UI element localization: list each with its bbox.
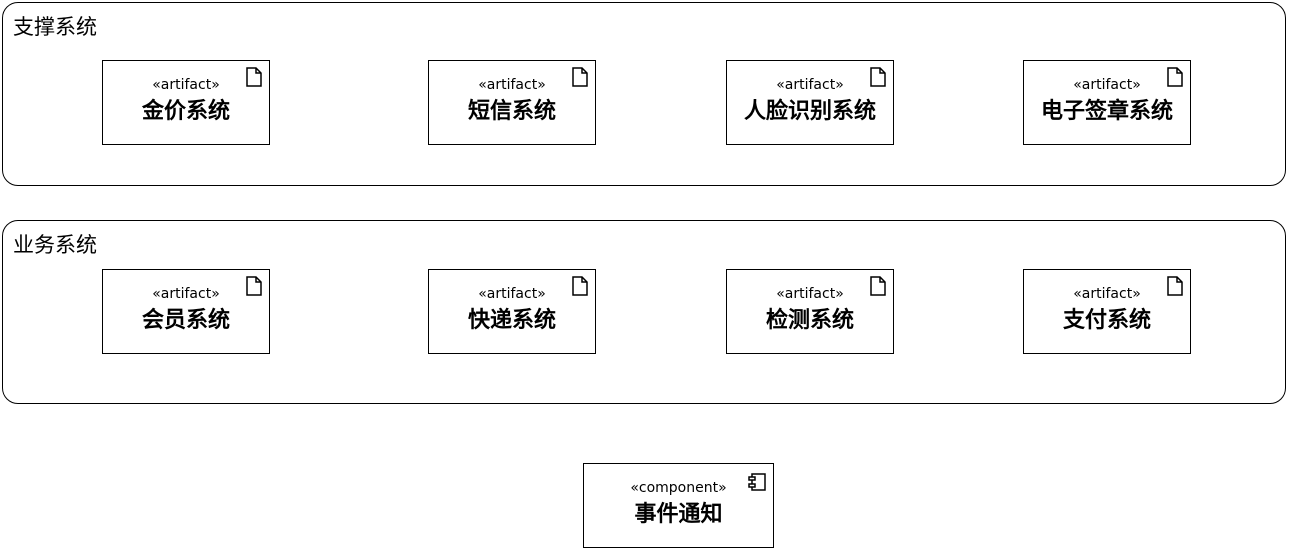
component-event-notification[interactable]: «component» 事件通知 <box>583 463 774 548</box>
group-title: 支撑系统 <box>13 15 97 39</box>
stereotype-label: «artifact» <box>152 286 220 302</box>
document-icon <box>572 67 588 87</box>
artifact-label: 人脸识别系统 <box>743 99 876 124</box>
artifact-e-signature-system[interactable]: «artifact» 电子签章系统 <box>1023 60 1191 145</box>
document-icon <box>246 276 262 296</box>
artifact-member-system[interactable]: «artifact» 会员系统 <box>102 269 270 354</box>
artifact-face-recognition-system[interactable]: «artifact» 人脸识别系统 <box>726 60 894 145</box>
component-label: 事件通知 <box>634 502 723 527</box>
document-icon <box>870 276 886 296</box>
artifact-label: 金价系统 <box>141 99 230 124</box>
group-title: 业务系统 <box>13 233 97 257</box>
artifact-payment-system[interactable]: «artifact» 支付系统 <box>1023 269 1191 354</box>
document-icon <box>572 276 588 296</box>
artifact-inspection-system[interactable]: «artifact» 检测系统 <box>726 269 894 354</box>
stereotype-label: «artifact» <box>1073 77 1141 93</box>
component-icon <box>748 473 766 491</box>
document-icon <box>1167 276 1183 296</box>
artifact-label: 短信系统 <box>467 99 556 124</box>
stereotype-label: «artifact» <box>1073 286 1141 302</box>
group-support-systems: 支撑系统 <box>2 2 1286 186</box>
artifact-express-system[interactable]: «artifact» 快递系统 <box>428 269 596 354</box>
document-icon <box>1167 67 1183 87</box>
group-business-systems: 业务系统 <box>2 220 1286 404</box>
artifact-label: 快递系统 <box>467 308 556 333</box>
stereotype-label: «component» <box>630 480 727 496</box>
document-icon <box>246 67 262 87</box>
artifact-label: 支付系统 <box>1062 308 1151 333</box>
stereotype-label: «artifact» <box>478 286 546 302</box>
document-icon <box>870 67 886 87</box>
stereotype-label: «artifact» <box>776 77 844 93</box>
artifact-sms-system[interactable]: «artifact» 短信系统 <box>428 60 596 145</box>
stereotype-label: «artifact» <box>152 77 220 93</box>
artifact-label: 电子签章系统 <box>1040 99 1173 124</box>
artifact-gold-price-system[interactable]: «artifact» 金价系统 <box>102 60 270 145</box>
stereotype-label: «artifact» <box>776 286 844 302</box>
artifact-label: 检测系统 <box>765 308 854 333</box>
stereotype-label: «artifact» <box>478 77 546 93</box>
artifact-label: 会员系统 <box>141 308 230 333</box>
